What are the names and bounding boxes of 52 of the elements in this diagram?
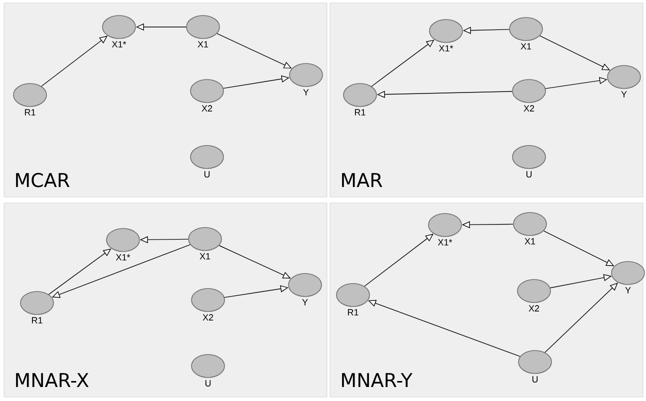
- variable-node: X1: [509, 17, 543, 50]
- arrow: [544, 282, 618, 353]
- node-label: Y: [303, 89, 309, 96]
- variable-node: X1*: [428, 213, 462, 246]
- variable-node: Y: [289, 63, 323, 96]
- node-label: X1: [200, 253, 210, 260]
- variable-node: X1*: [106, 228, 140, 260]
- node-label: X1*: [112, 41, 126, 48]
- node-label: X1*: [116, 254, 130, 260]
- arrow: [371, 40, 434, 87]
- variable-node: R1: [20, 291, 54, 324]
- node-label: Y: [621, 91, 627, 98]
- variable-node: R1: [13, 83, 47, 116]
- node-label: X2: [202, 314, 214, 320]
- variable-node: Y: [611, 261, 645, 294]
- node-label: U: [204, 171, 210, 178]
- node-label: X2: [528, 305, 540, 312]
- variable-node: X1*: [102, 15, 136, 48]
- node-label: R1: [348, 309, 358, 316]
- variable-node: R1: [343, 83, 377, 116]
- node-label: Y: [302, 299, 308, 306]
- node-label: Y: [625, 287, 631, 294]
- node-label: X2: [202, 105, 212, 112]
- node-label: X1*: [438, 239, 452, 246]
- node-label: U: [532, 376, 538, 382]
- node-label: X1: [198, 41, 208, 48]
- node-label: X1: [524, 238, 536, 244]
- variable-node: U: [512, 145, 546, 178]
- variable-node: U: [518, 350, 552, 382]
- arrow: [364, 234, 434, 287]
- variable-node: U: [190, 145, 224, 178]
- node-label: R1: [24, 109, 36, 116]
- variable-node: Y: [607, 65, 641, 98]
- node-label: X1: [520, 43, 532, 50]
- node-label: U: [205, 380, 211, 386]
- node-label: X1*: [438, 45, 454, 52]
- variable-node: X1: [513, 212, 547, 244]
- variable-node: X2: [191, 288, 225, 320]
- variable-node: X2: [517, 279, 551, 312]
- variable-node: X2: [512, 79, 546, 112]
- node-label: U: [526, 171, 532, 178]
- node-label: X2: [524, 105, 534, 112]
- variable-node: X2: [190, 79, 224, 112]
- arrow: [368, 300, 520, 357]
- node-label: R1: [354, 109, 366, 116]
- variable-node: X1*: [429, 19, 463, 52]
- variable-node: X1: [188, 227, 222, 260]
- node-label: R1: [32, 317, 42, 324]
- variable-node: R1: [336, 283, 370, 316]
- variable-node: U: [191, 354, 225, 386]
- variable-node: X1: [186, 15, 220, 48]
- variable-node: Y: [288, 273, 322, 306]
